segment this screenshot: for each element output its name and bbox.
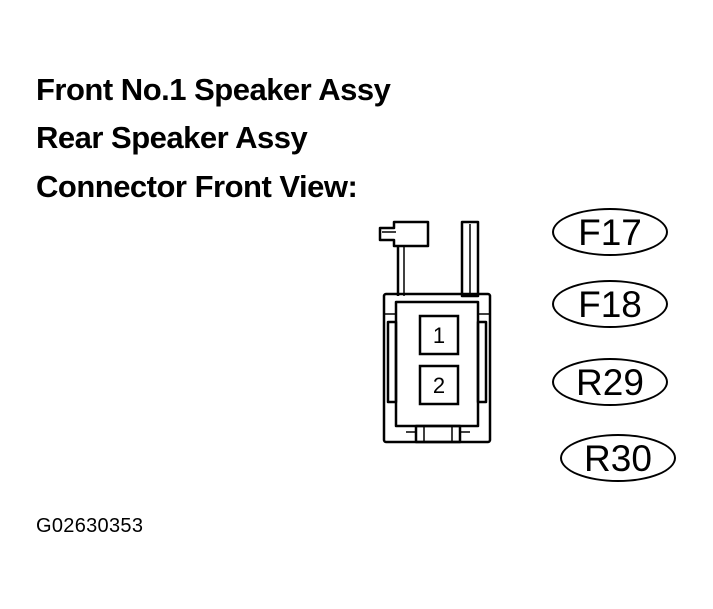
title-line-connector-view: Connector Front View: [36, 169, 358, 204]
connector-code-f17: F17 [552, 208, 668, 256]
pin-label-2: 2 [433, 373, 445, 398]
connector-lock-tab [414, 424, 462, 444]
connector-code-r29: R29 [552, 358, 668, 406]
connector-guide-rail [460, 220, 480, 298]
pin-cavity-2 [418, 364, 460, 406]
connector-code-f18: F18 [552, 280, 668, 328]
connector-code-r30: R30 [560, 434, 676, 482]
figure-id: G02630353 [36, 515, 144, 537]
pin-cavity-1 [418, 314, 460, 356]
connector-front-view-diagram: 1 2 [378, 220, 492, 444]
connector-latch [378, 220, 430, 248]
title-line-front-speaker: Front No.1 Speaker Assy [36, 72, 391, 107]
title-line-rear-speaker: Rear Speaker Assy [36, 120, 308, 155]
pin-label-1: 1 [433, 323, 445, 348]
